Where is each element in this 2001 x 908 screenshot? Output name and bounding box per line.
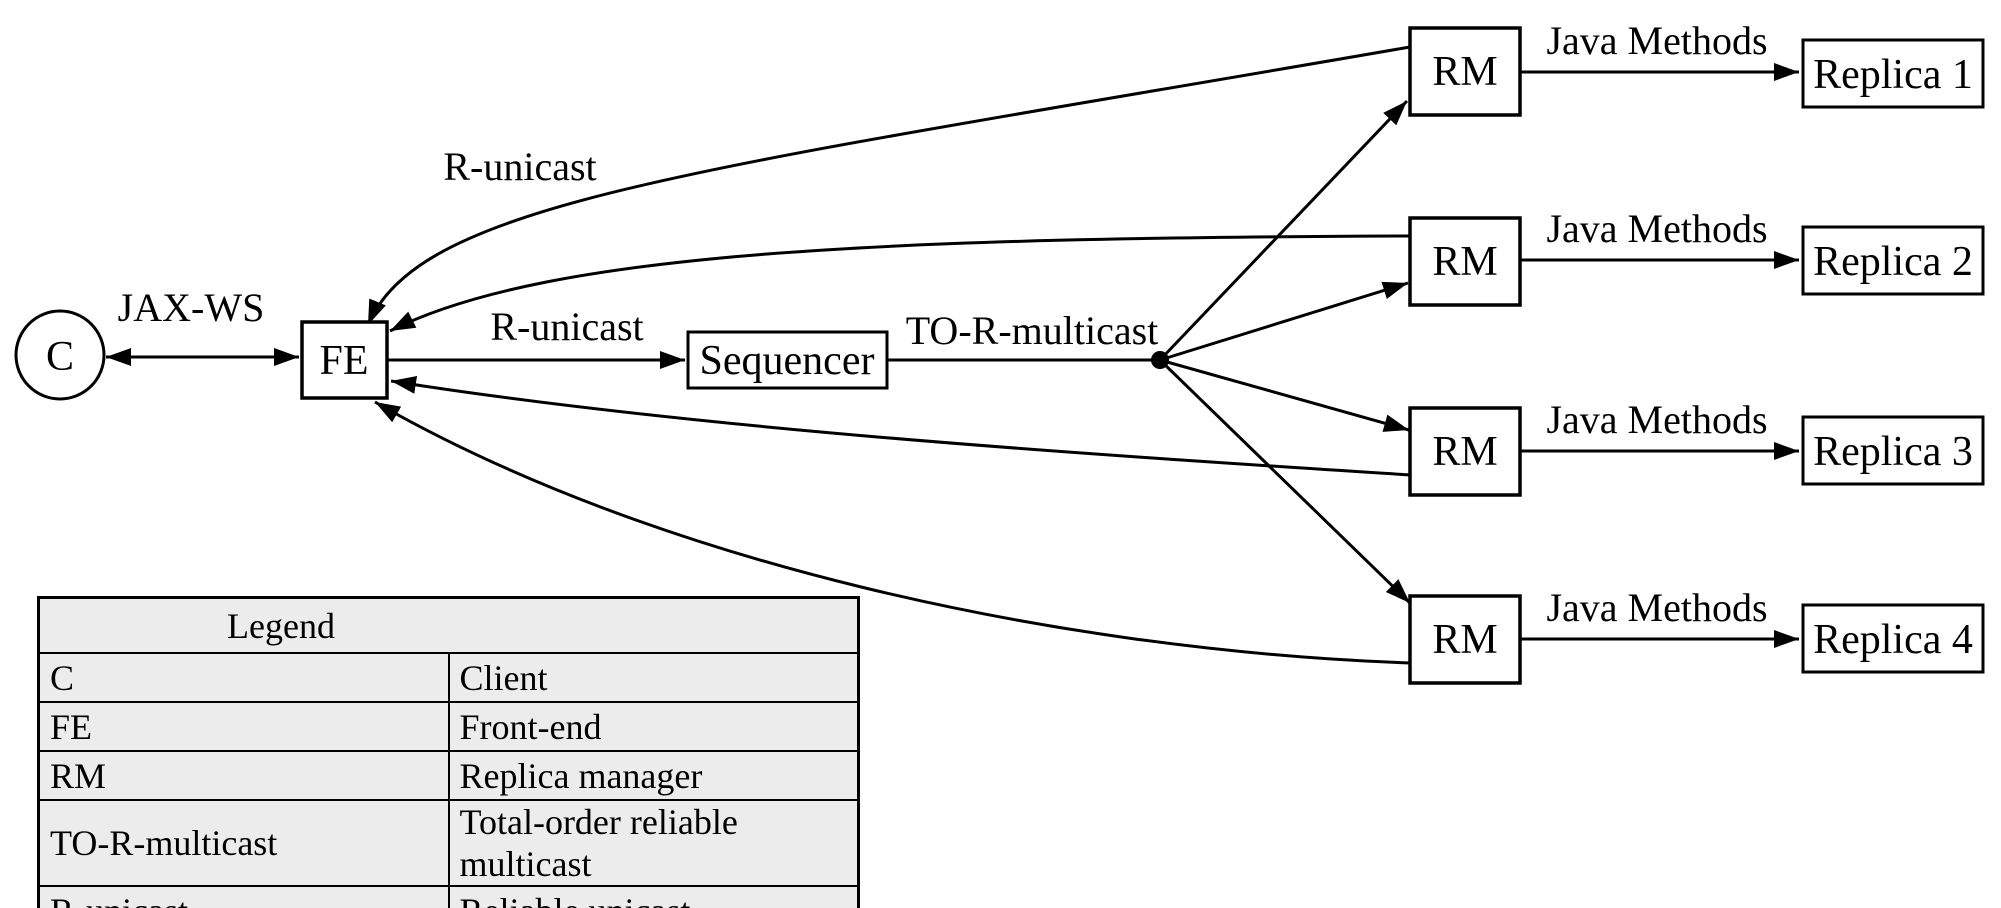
client-node-label: C bbox=[46, 334, 74, 380]
legend-row: FE Front-end bbox=[37, 701, 860, 752]
rm1-node bbox=[1408, 26, 1522, 117]
legend-title: Legend bbox=[227, 605, 335, 646]
legend-definition: Replica manager bbox=[447, 750, 860, 801]
sequencer-node-label: Sequencer bbox=[700, 338, 875, 384]
replica3-node bbox=[1801, 415, 1985, 486]
rm4-node bbox=[1408, 594, 1522, 685]
label-java-methods-1: Java Methods bbox=[1546, 18, 1767, 63]
edge-rm1-fe-return bbox=[366, 45, 1411, 326]
rm3-node bbox=[1408, 406, 1522, 497]
edge-dot-rm1 bbox=[1158, 99, 1409, 362]
legend-row: RM Replica manager bbox=[37, 750, 860, 801]
rm3-node-label: RM bbox=[1432, 429, 1497, 475]
edge-rm3-fe-return bbox=[390, 376, 1411, 477]
legend-row: R-unicast Reliable unicast bbox=[37, 885, 860, 908]
rm4-node-label: RM bbox=[1432, 617, 1497, 663]
edge-rm2-fe-return bbox=[389, 234, 1411, 333]
edge-dot-rm3 bbox=[1159, 358, 1410, 432]
label-jax-ws: JAX-WS bbox=[118, 285, 265, 330]
replica2-node bbox=[1801, 225, 1985, 296]
legend-term: TO-R-multicast bbox=[37, 799, 450, 887]
replica3-node-label: Replica 3 bbox=[1813, 429, 1973, 475]
rm2-node-label: RM bbox=[1432, 239, 1497, 285]
legend-term: C bbox=[37, 652, 450, 703]
replica4-node bbox=[1801, 603, 1985, 674]
label-to-r-multicast: TO-R-multicast bbox=[906, 308, 1159, 353]
legend-definition: Reliable unicast bbox=[447, 885, 860, 908]
edge-dot-rm2 bbox=[1159, 281, 1409, 362]
legend-row: C Client bbox=[37, 652, 860, 703]
rm2-node bbox=[1408, 216, 1522, 307]
edge-rm4-fe-return bbox=[374, 400, 1411, 665]
rm1-node-label: RM bbox=[1432, 49, 1497, 95]
legend-header-row: Legend bbox=[37, 596, 860, 654]
legend-header-cell: Legend bbox=[37, 596, 860, 654]
label-r-unicast-forward: R-unicast bbox=[490, 304, 643, 349]
edge-dot-rm4 bbox=[1158, 358, 1412, 605]
legend-term: FE bbox=[37, 701, 450, 752]
legend-term: R-unicast bbox=[37, 885, 450, 908]
client-node bbox=[14, 309, 106, 401]
sequencer-node bbox=[686, 330, 889, 390]
replica1-node-label: Replica 1 bbox=[1813, 52, 1973, 98]
legend-definition: Front-end bbox=[447, 701, 860, 752]
label-java-methods-3: Java Methods bbox=[1546, 397, 1767, 442]
frontend-node-label: FE bbox=[319, 338, 368, 384]
legend-row: TO-R-multicast Total-order reliable mult… bbox=[37, 799, 860, 887]
legend-table: Legend C Client FE Front-end RM Replica … bbox=[37, 596, 860, 908]
replica4-node-label: Replica 4 bbox=[1813, 617, 1973, 663]
frontend-node bbox=[300, 320, 389, 400]
label-java-methods-2: Java Methods bbox=[1546, 206, 1767, 251]
label-java-methods-4: Java Methods bbox=[1546, 585, 1767, 630]
label-r-unicast-return: R-unicast bbox=[443, 144, 596, 189]
replica2-node-label: Replica 2 bbox=[1813, 239, 1973, 285]
legend-definition: Total-order reliable multicast bbox=[447, 799, 860, 887]
legend-term: RM bbox=[37, 750, 450, 801]
replica1-node bbox=[1801, 38, 1985, 109]
legend-definition: Client bbox=[447, 652, 860, 703]
